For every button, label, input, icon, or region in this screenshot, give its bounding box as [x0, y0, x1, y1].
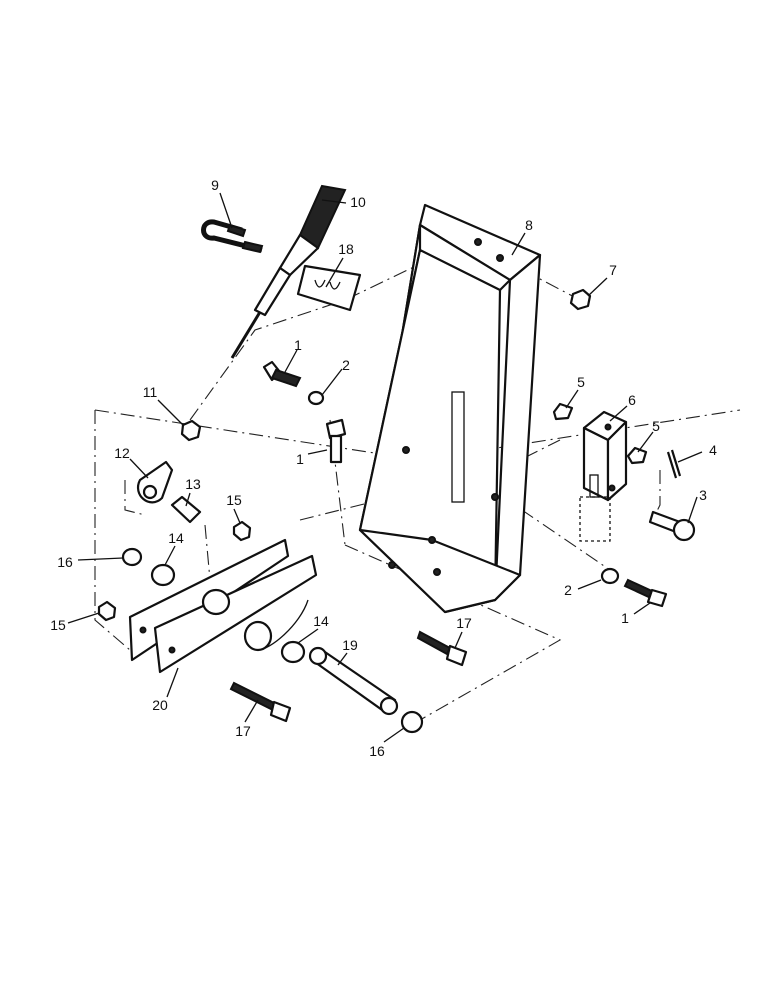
bolt-17-bottom: [229, 681, 292, 723]
washer-2-top: [307, 390, 325, 406]
bolt-1-bottom: [623, 578, 668, 608]
callout-8: 8: [525, 217, 533, 233]
lever-plate-20: [128, 538, 318, 674]
spacer-13: [170, 495, 202, 524]
callout-7: 7: [609, 262, 617, 278]
washer-2-bottom: [600, 567, 620, 585]
nut-15-lower: [97, 600, 117, 622]
cotter-pin-4: [666, 449, 682, 479]
callout-5-left: 5: [577, 374, 585, 390]
shaft-19: [308, 646, 399, 716]
callout-17-bottom: 17: [235, 723, 251, 739]
clevis-block-6: [579, 410, 628, 542]
callout-1-top: 1: [294, 337, 302, 353]
callout-17-right: 17: [456, 615, 472, 631]
callout-1-vertical: 1: [296, 451, 304, 467]
callout-15-upper: 15: [226, 492, 242, 508]
callout-9: 9: [211, 177, 219, 193]
bolt-17-right: [416, 630, 468, 667]
bolt-1-vertical: [325, 418, 347, 464]
callout-3: 3: [699, 487, 707, 503]
leader-lines: [67, 192, 703, 743]
callout-4: 4: [709, 442, 717, 458]
callout-15-lower: 15: [50, 617, 66, 633]
bushing-14-left: [150, 563, 176, 587]
callout-1-bottom: 1: [621, 610, 629, 626]
bushing-16-left: [121, 547, 143, 567]
u-bolt: [201, 219, 264, 254]
clip-plate: [296, 264, 362, 312]
callout-20: 20: [152, 697, 168, 713]
callout-5-right: 5: [652, 418, 660, 434]
callout-14-left: 14: [168, 530, 184, 546]
callout-16-left: 16: [57, 554, 73, 570]
main-bracket: [358, 203, 542, 614]
callout-2-top: 2: [342, 357, 350, 373]
callout-18: 18: [338, 241, 354, 257]
bushing-5-right: [626, 446, 648, 465]
callout-labels: 1 2 1 2 1 3 4 5 5 6 7 8 9 10 11 12 13 14…: [50, 177, 717, 759]
callout-2-bottom: 2: [564, 582, 572, 598]
assembly-lines: [94, 239, 741, 721]
callout-19: 19: [342, 637, 358, 653]
nut-15-upper: [232, 520, 252, 542]
callout-6: 6: [628, 392, 636, 408]
callout-13: 13: [185, 476, 201, 492]
callout-11: 11: [143, 384, 158, 400]
nut-11: [180, 419, 202, 442]
bushing-5-left: [552, 402, 574, 421]
callout-12: 12: [114, 445, 130, 461]
nut-7: [569, 288, 592, 311]
bushing-16-bottom: [400, 710, 424, 734]
callout-10: 10: [350, 194, 366, 210]
bolt-1-top: [262, 360, 302, 388]
rod-end-12: [137, 460, 174, 504]
callout-14-right: 14: [313, 613, 329, 629]
pin-3: [648, 510, 696, 542]
callout-16-bottom: 16: [369, 743, 385, 759]
bushing-14-right: [280, 640, 306, 664]
